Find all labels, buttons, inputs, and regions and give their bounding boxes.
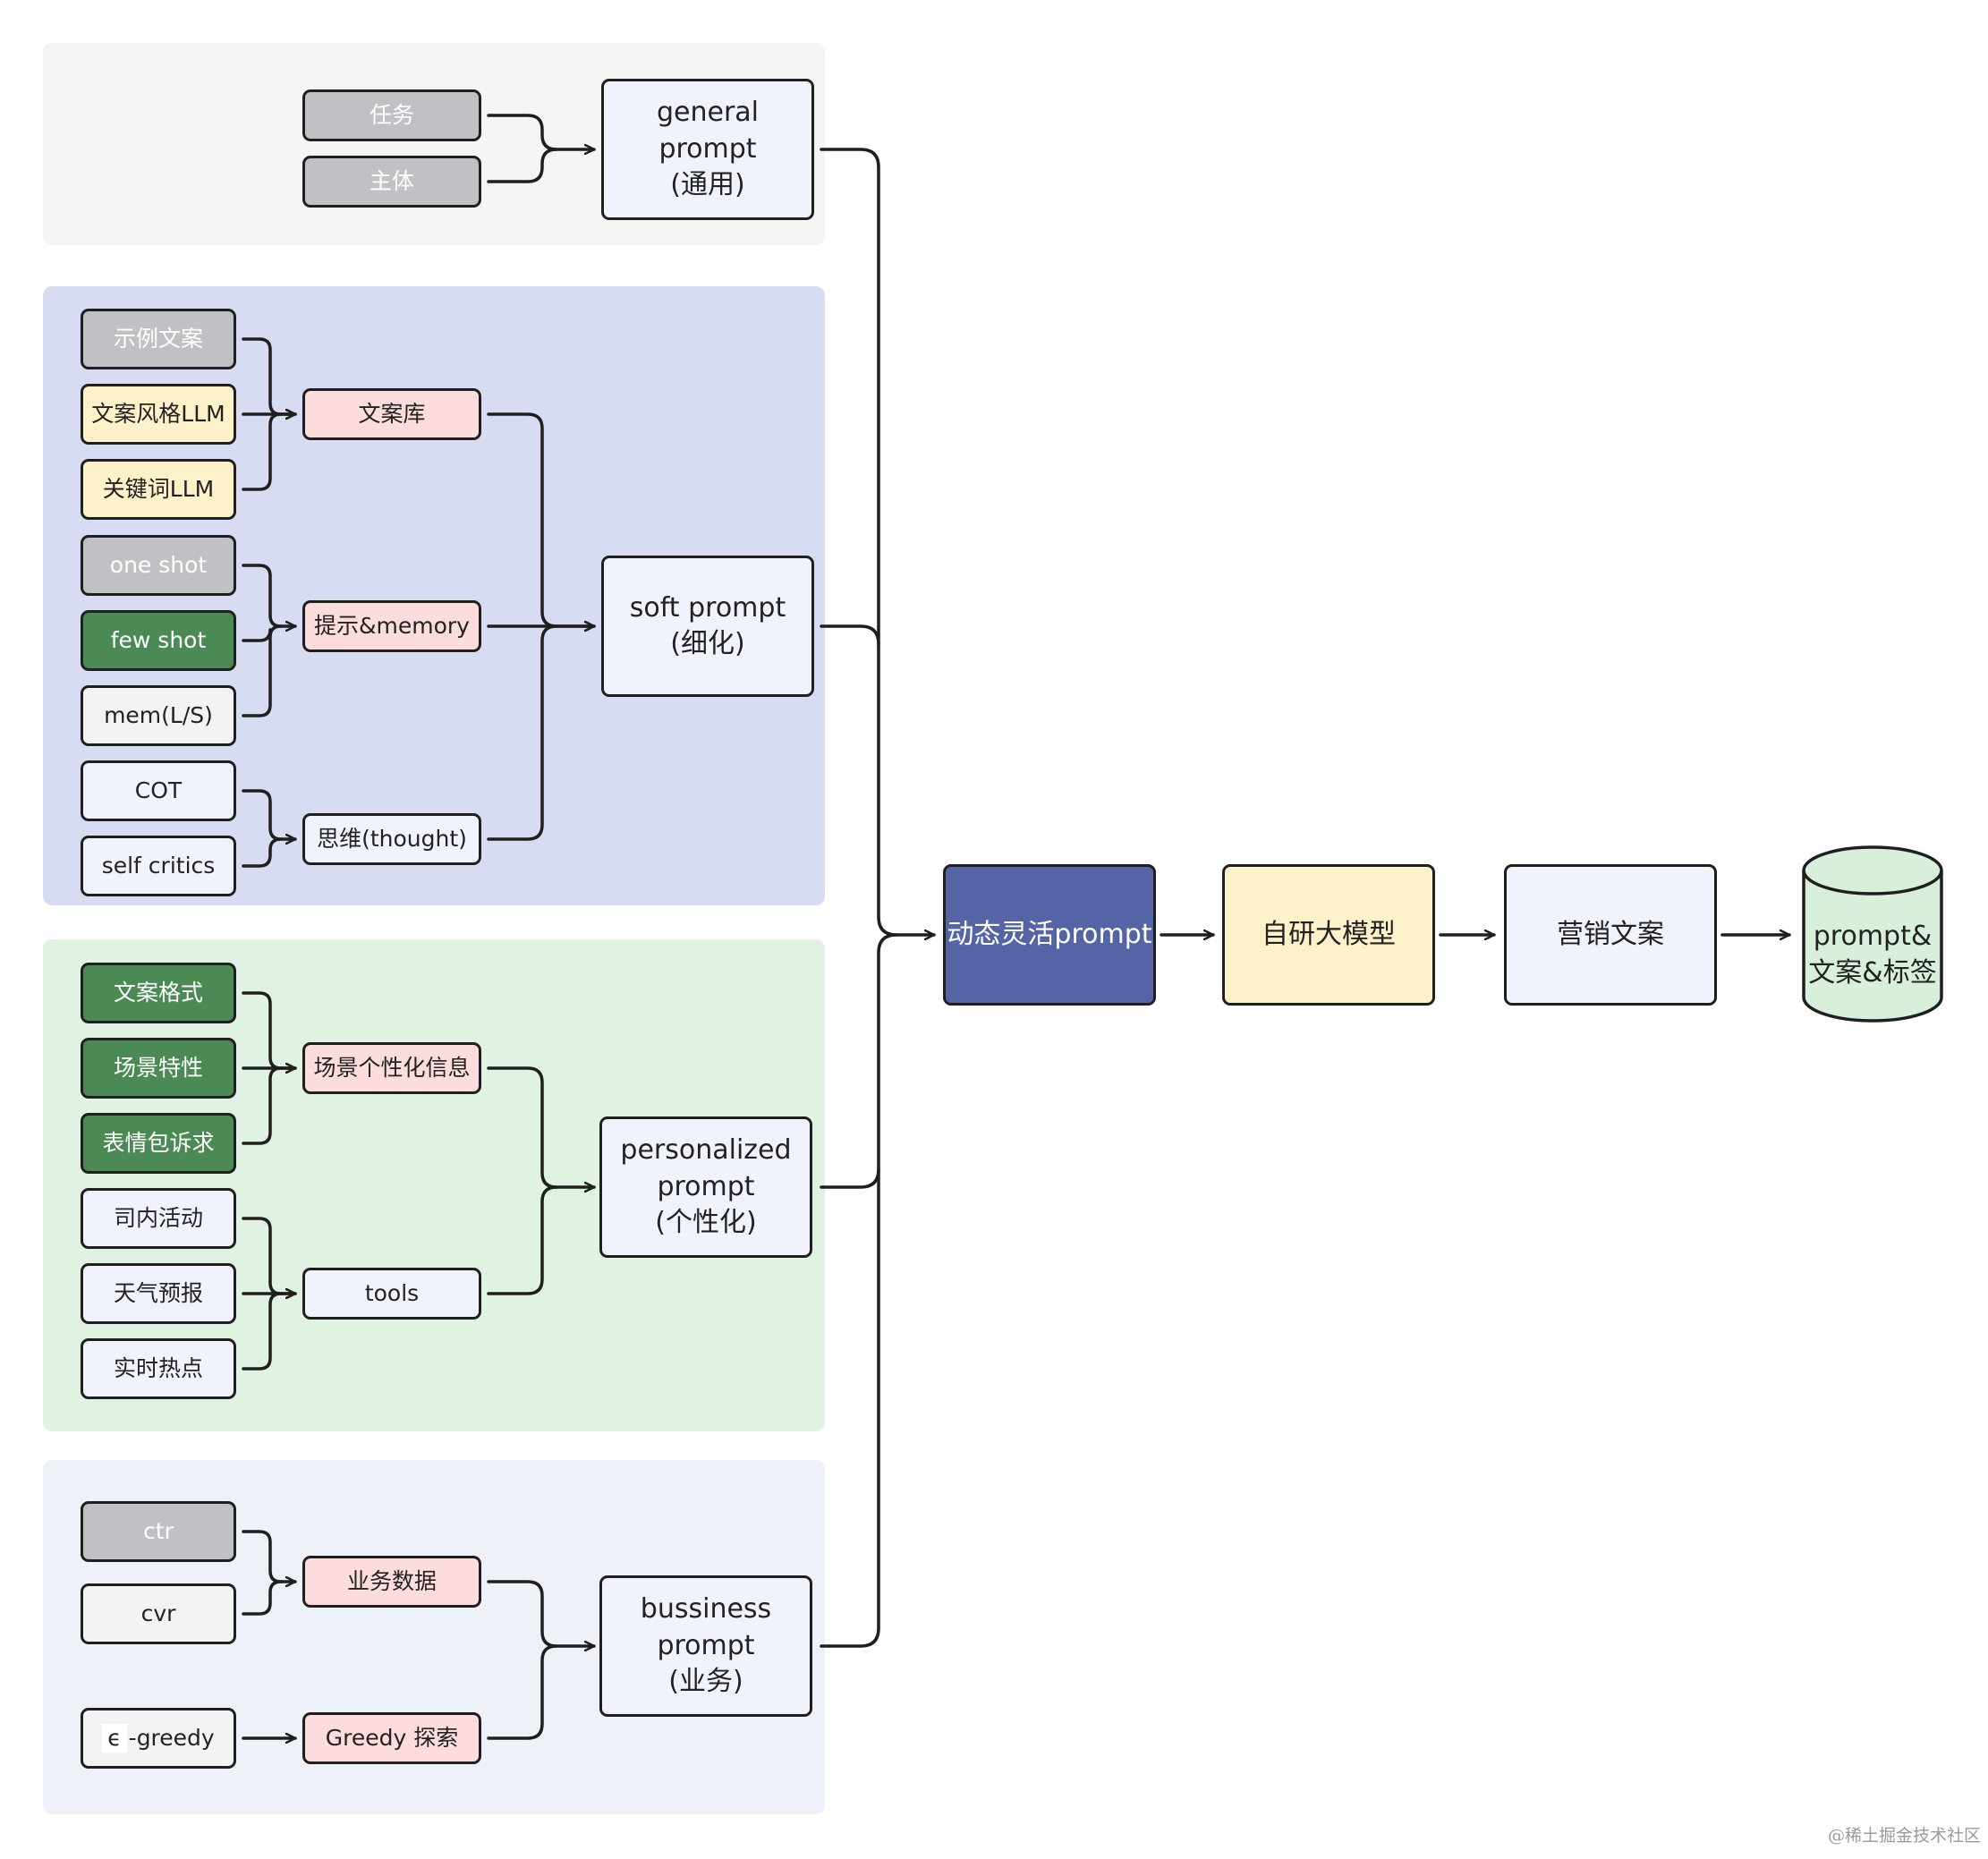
- node-subject: 主体: [302, 156, 481, 208]
- edge-thought-to-soft: [487, 624, 558, 841]
- node-soft-prompt: soft prompt (细化): [601, 556, 814, 697]
- node-mem: mem(L/S): [81, 685, 236, 746]
- node-realtime-hot: 实时热点: [81, 1338, 236, 1399]
- edge-hot-to-tools: [242, 1292, 283, 1371]
- edge-library-to-soft: [487, 412, 596, 626]
- epsilon-greedy-label: -greedy: [128, 1724, 215, 1751]
- node-self-critics: self critics: [81, 836, 236, 896]
- node-scene-feature: 场景特性: [81, 1038, 236, 1099]
- node-epsilon-greedy: ϵ-greedy: [81, 1708, 236, 1769]
- database-icon: [1802, 845, 1943, 1023]
- node-keyword-llm: 关键词LLM: [81, 459, 236, 520]
- node-copy-format: 文案格式: [81, 963, 236, 1023]
- edge-oneshot-to-memory: [242, 564, 297, 626]
- node-example-copy: 示例文案: [81, 309, 236, 369]
- edge-fewshot-to-memory: [242, 628, 272, 642]
- node-cvr: cvr: [81, 1583, 236, 1644]
- edge-soft-to-dynamic: [820, 624, 880, 646]
- storage-label: prompt& 文案&标签: [1808, 921, 1937, 989]
- node-general-prompt: general prompt (通用): [601, 79, 814, 220]
- edge-bizdata-to-business: [487, 1580, 596, 1646]
- node-marketing-copy: 营销文案: [1504, 864, 1717, 1006]
- epsilon-symbol: ϵ: [102, 1723, 127, 1753]
- node-task: 任务: [302, 89, 481, 141]
- node-dynamic-prompt: 动态灵活prompt: [943, 864, 1156, 1006]
- edge-critics-to-thought: [242, 837, 283, 868]
- edge-personalized-to-dynamic: [820, 1167, 880, 1189]
- node-company-events: 司内活动: [81, 1188, 236, 1249]
- node-hint-memory: 提示&memory: [302, 600, 481, 652]
- node-tools: tools: [302, 1268, 481, 1320]
- node-few-shot: few shot: [81, 610, 236, 671]
- node-greedy-explore: Greedy 探索: [302, 1712, 481, 1764]
- node-llm: 自研大模型: [1222, 864, 1435, 1006]
- node-personalized-prompt: personalized prompt (个性化): [599, 1116, 812, 1258]
- node-copy-style-llm: 文案风格LLM: [81, 384, 236, 445]
- node-one-shot: one shot: [81, 535, 236, 596]
- edge-cot-to-thought: [242, 789, 297, 839]
- edge-example-to-library: [242, 337, 297, 414]
- edge-ctr-to-bizdata: [242, 1530, 297, 1582]
- node-ctr: ctr: [81, 1501, 236, 1562]
- node-business-prompt: bussiness prompt (业务): [599, 1575, 812, 1717]
- node-storage-database: prompt& 文案&标签: [1802, 845, 1943, 1023]
- node-business-data: 业务数据: [302, 1556, 481, 1608]
- edge-scene-to-personalized: [487, 1066, 596, 1187]
- node-thought: 思维(thought): [302, 813, 481, 865]
- edge-general-to-dynamic: [820, 148, 936, 935]
- edge-greedy-to-business: [487, 1644, 558, 1740]
- node-emoji-appeal: 表情包诉求: [81, 1113, 236, 1174]
- node-scene-personal-info: 场景个性化信息: [302, 1042, 481, 1094]
- edge-subject-to-general: [487, 148, 558, 183]
- edge-cvr-to-bizdata: [242, 1580, 283, 1616]
- edge-keyword-to-library: [242, 412, 283, 491]
- edge-events-to-tools: [242, 1217, 297, 1294]
- edge-emoji-to-scene: [242, 1066, 283, 1145]
- node-weather-forecast: 天气预报: [81, 1263, 236, 1324]
- edge-tools-to-personalized: [487, 1185, 558, 1295]
- edge-format-to-scene: [242, 991, 297, 1068]
- edge-mem-to-memory: [242, 624, 283, 717]
- node-copy-library: 文案库: [302, 388, 481, 440]
- node-cot: COT: [81, 760, 236, 821]
- edge-business-to-dynamic: [820, 933, 898, 1648]
- edge-task-to-general: [487, 114, 596, 149]
- watermark: @稀土掘金技术社区: [1827, 1826, 1981, 1846]
